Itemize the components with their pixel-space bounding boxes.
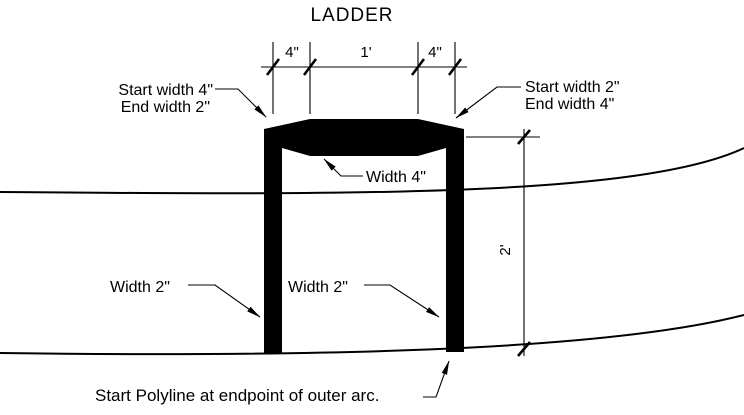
dim-text-vertical: 2' [497,244,514,255]
label-bottom-note: Start Polyline at endpoint of outer arc. [95,386,379,405]
leader-right-corner [455,86,521,119]
label-right-corner-line1: Start width 2" [525,79,620,96]
vertical-dimension: 2' [466,129,540,357]
top-dimension: 4" 1' 4" [261,42,467,114]
label-left-leg-width: Width 2" [110,279,170,296]
leader-left-leg-width [188,284,261,318]
leader-left-corner [215,88,267,118]
dim-tick [517,129,531,145]
label-right-leg-width: Width 2" [288,279,348,296]
dim-tick [517,341,531,357]
dim-text-right: 4" [428,44,442,61]
dim-text-left: 4" [285,44,299,61]
dim-text-middle: 1' [360,44,371,61]
label-left-corner-line1: Start width 4" [118,82,213,99]
inner-arc [0,147,744,195]
dim-tick [410,58,426,76]
dim-tick [302,58,318,76]
dim-tick [447,58,463,76]
dim-tick [265,58,281,76]
leader-bottom-note [423,360,450,398]
outer-arc [0,314,744,356]
leader-rung-width [323,158,363,177]
leader-right-leg-width [364,284,440,318]
label-right-corner-line2: End width 4" [525,96,614,113]
drawing-title: LADDER [310,5,393,26]
annotations: Start width 4" End width 2" Start width … [95,79,620,405]
label-left-corner-line2: End width 2" [121,99,210,116]
label-rung-width: Width 4" [366,169,426,186]
ladder-polyline-shape [264,119,464,354]
